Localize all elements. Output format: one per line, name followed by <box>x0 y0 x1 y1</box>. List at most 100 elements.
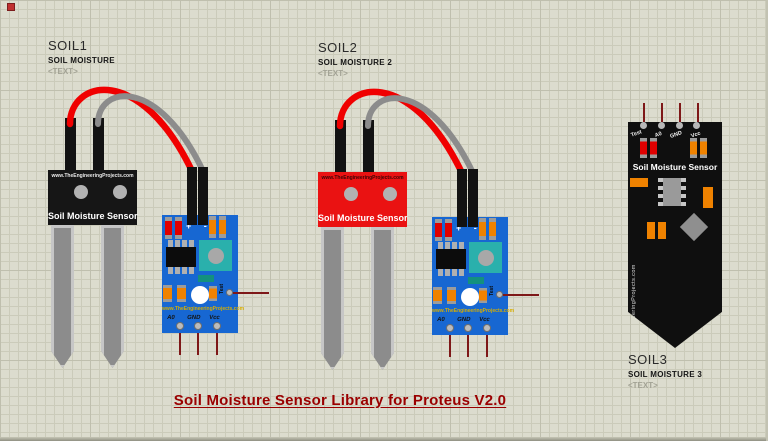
comparator-ic <box>166 240 196 274</box>
test-pin-wire[interactable] <box>233 292 269 294</box>
comparator-ic <box>436 242 466 276</box>
soil1-assembly[interactable]: SOIL1 SOIL MOISTURE <TEXT> www.TheEngine… <box>45 38 275 373</box>
probe-prong <box>51 225 74 368</box>
soil2-ref-block[interactable]: SOIL2 SOIL MOISTURE 2 <TEXT> <box>318 40 392 78</box>
sensor-ic <box>658 178 686 206</box>
soil2-breakout-board[interactable]: + - Test www.TheEngineeringProjects.com … <box>432 217 539 357</box>
brand-text: www.TheEngineeringProjects.com <box>162 306 245 312</box>
capacitor <box>700 138 707 158</box>
component-text-placeholder[interactable]: <TEXT> <box>48 67 78 76</box>
trimmer-dial <box>191 286 209 304</box>
red-wire[interactable] <box>66 86 196 175</box>
pin-pad-a0[interactable] <box>658 122 665 129</box>
probe-prong <box>101 225 124 368</box>
pin-pad-vcc[interactable] <box>213 322 221 330</box>
soil1-breakout-board[interactable]: + - Test www.TheEngineeringProjects.com … <box>162 215 269 355</box>
component-ref[interactable]: SOIL1 <box>48 38 88 53</box>
pin-wire-gnd[interactable] <box>679 103 681 123</box>
red-wire[interactable] <box>336 88 466 177</box>
capacitor <box>177 285 186 302</box>
probe-pin <box>65 118 76 174</box>
smd-component <box>468 277 484 284</box>
pin-pad-vcc[interactable] <box>693 122 700 129</box>
pin-wire-gnd[interactable] <box>197 333 199 355</box>
brand-text: www.TheEngineeringProjects.com <box>51 173 134 179</box>
component-text-placeholder[interactable]: <TEXT> <box>628 381 658 390</box>
gray-wire[interactable] <box>365 95 476 176</box>
pin-label-gnd: GND <box>669 130 683 140</box>
sensor-wires[interactable] <box>315 40 545 375</box>
pin-wire-a0[interactable] <box>449 335 451 357</box>
sheet-title-text: Soil Moisture Sensor Library for Proteus… <box>173 392 507 409</box>
led-indicator <box>650 138 657 158</box>
capacitor <box>163 285 172 302</box>
capacitor <box>479 218 486 240</box>
board-header-pin <box>198 167 208 225</box>
soil1-ref-block[interactable]: SOIL1 SOIL MOISTURE <TEXT> <box>48 38 115 76</box>
pin-wire-vcc[interactable] <box>486 335 488 357</box>
canvas-bottom-edge <box>0 437 768 441</box>
pin-wire-a0[interactable] <box>179 333 181 355</box>
board-header-pin <box>187 167 197 225</box>
potentiometer-knob <box>478 250 494 266</box>
soil3-sensor-module[interactable]: Test A0 GND Vcc Soil Moisture Sensor www… <box>628 122 722 348</box>
smd-chip <box>679 212 709 242</box>
soil1-probe-module[interactable]: www.TheEngineeringProjects.com Soil Mois… <box>48 170 138 225</box>
soil2-probe-module[interactable]: www.TheEngineeringProjects.com Soil Mois… <box>318 172 408 227</box>
component-value[interactable]: SOIL MOISTURE 2 <box>318 58 393 67</box>
component-text-placeholder[interactable]: <TEXT> <box>318 69 348 78</box>
brand-text-vertical: www.TheEngineeringProjects.com <box>631 264 637 360</box>
component-value[interactable]: SOIL MOISTURE 3 <box>628 370 703 379</box>
probe-prong <box>321 227 344 370</box>
pin-pad-test[interactable] <box>640 122 647 129</box>
pin-pad-gnd[interactable] <box>194 322 202 330</box>
gray-wire[interactable] <box>95 93 206 174</box>
soil2-assembly[interactable]: SOIL2 SOIL MOISTURE 2 <TEXT> www.TheEngi… <box>315 40 545 375</box>
mounting-hole <box>383 187 397 201</box>
test-pin-pad[interactable] <box>226 289 233 296</box>
sensor-wires[interactable] <box>45 38 275 373</box>
probe-pin <box>93 118 104 174</box>
polarity-marking: + - <box>456 223 482 233</box>
soil3-assembly[interactable]: Test A0 GND Vcc Soil Moisture Sensor www… <box>628 103 722 390</box>
capacitor <box>433 287 442 304</box>
probe-label: Soil Moisture Sensor <box>48 211 138 221</box>
pin-wire-test[interactable] <box>643 103 645 123</box>
pin-pad-gnd[interactable] <box>464 324 472 332</box>
pin-pad-a0[interactable] <box>446 324 454 332</box>
smd-resistor <box>703 187 713 208</box>
potentiometer <box>199 240 232 271</box>
brand-text: www.TheEngineeringProjects.com <box>432 308 515 314</box>
pin-pad-vcc[interactable] <box>483 324 491 332</box>
probe-pin <box>335 120 346 176</box>
pin-wire-gnd[interactable] <box>467 335 469 357</box>
probe-label: Soil Moisture Sensor <box>318 213 408 223</box>
mounting-hole <box>113 185 127 199</box>
component-ref[interactable]: SOIL3 <box>628 352 668 367</box>
led-indicator <box>445 219 452 241</box>
component-ref[interactable]: SOIL2 <box>318 40 358 55</box>
trimmer-dial <box>461 288 479 306</box>
soil3-ref-block[interactable]: SOIL3 SOIL MOISTURE 3 <TEXT> <box>628 352 702 390</box>
capacitor <box>209 286 217 301</box>
capacitor <box>479 288 487 303</box>
pin-wire-vcc[interactable] <box>216 333 218 355</box>
potentiometer <box>469 242 502 273</box>
brand-text: www.TheEngineeringProjects.com <box>321 175 404 181</box>
capacitor <box>447 287 456 304</box>
polarity-marking: + - <box>186 221 212 231</box>
sheet-title: Soil Moisture Sensor Library for Proteus… <box>155 392 525 410</box>
pin-pad-a0[interactable] <box>176 322 184 330</box>
pin-pad-gnd[interactable] <box>676 122 683 129</box>
test-pin-pad[interactable] <box>496 291 503 298</box>
component-value[interactable]: SOIL MOISTURE <box>48 56 115 65</box>
smd-resistor <box>630 178 648 187</box>
pin-wire-vcc[interactable] <box>697 103 699 123</box>
smd-resistor <box>658 222 666 239</box>
pin-wire-a0[interactable] <box>661 103 663 123</box>
capacitor <box>209 216 216 238</box>
potentiometer-knob <box>208 248 224 264</box>
mounting-hole <box>344 187 358 201</box>
test-pin-wire[interactable] <box>503 294 539 296</box>
